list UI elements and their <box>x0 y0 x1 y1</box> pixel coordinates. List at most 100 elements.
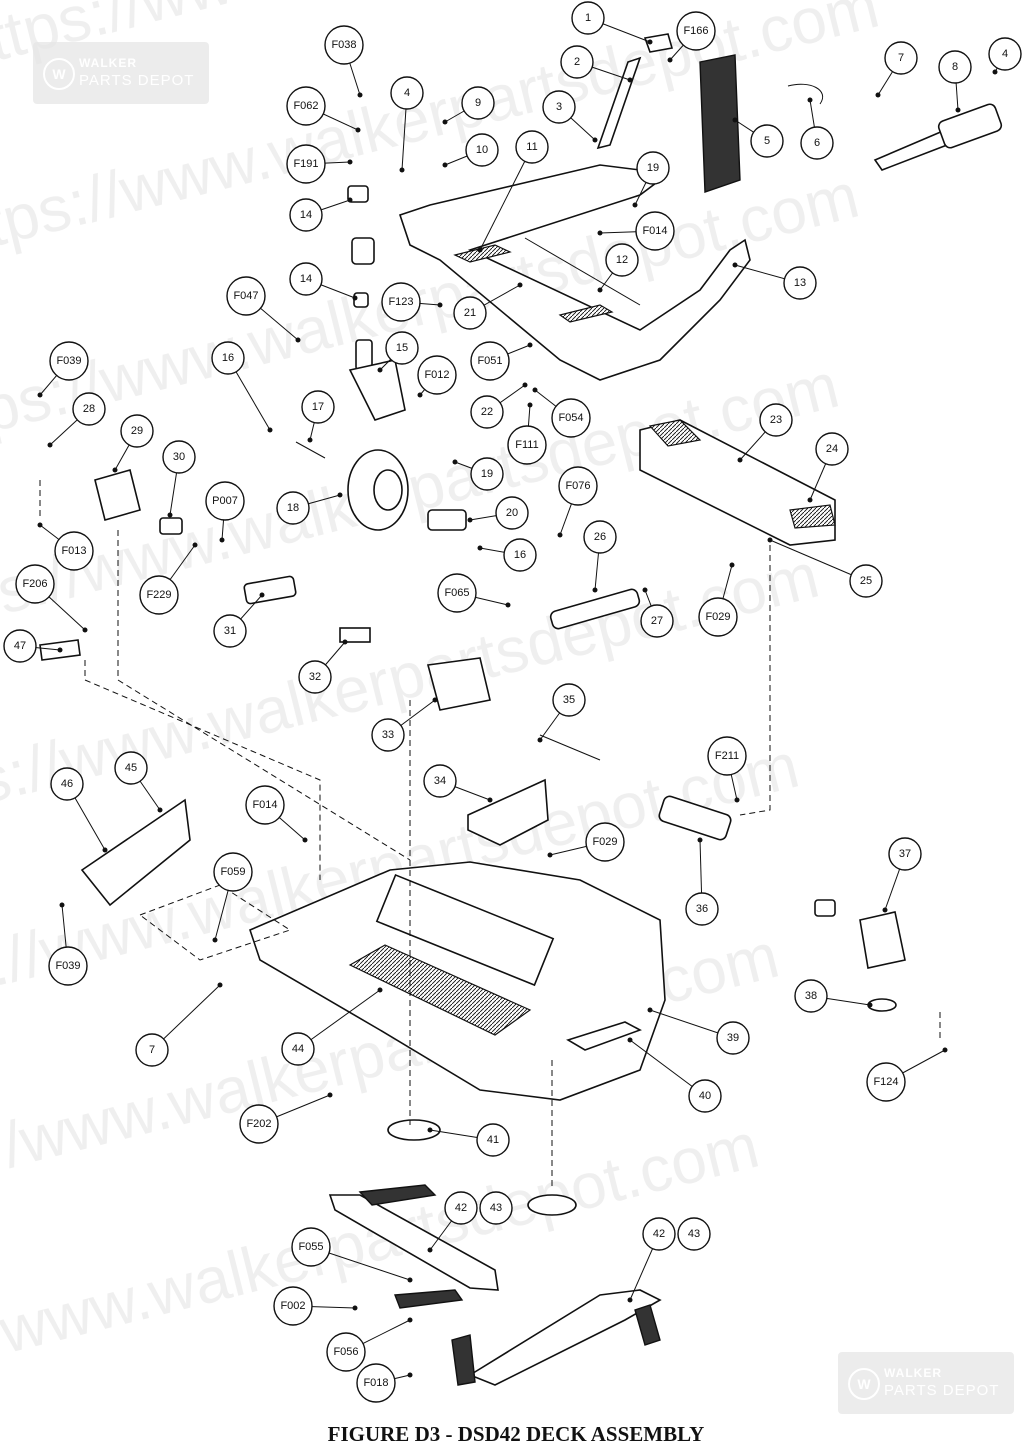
callout-F076: F076 <box>557 466 598 538</box>
callout-leader <box>769 539 867 582</box>
callout-target-dot <box>37 522 43 528</box>
part-8-arm-head <box>937 103 1003 149</box>
callout-40: 40 <box>627 1037 722 1113</box>
callout-33: 33 <box>371 697 438 752</box>
callout-label: F014 <box>252 799 277 811</box>
callout-label: 29 <box>131 425 143 437</box>
callout-F229: F229 <box>139 542 198 615</box>
callout-bubble <box>48 946 88 986</box>
callout-label: F111 <box>515 439 538 451</box>
callout-6: 6 <box>800 97 834 160</box>
callout-target-dot <box>377 987 383 993</box>
part-12-rod <box>524 237 641 306</box>
callout-F166: F166 <box>667 11 716 63</box>
callout-bubble <box>495 496 529 530</box>
part-44-deck-pad <box>348 944 532 1036</box>
callout-target-dot <box>697 837 703 843</box>
callout-4a: 4 <box>988 37 1022 75</box>
callout-label: 11 <box>526 141 537 153</box>
callout-16a: 16 <box>211 341 273 433</box>
callout-target-dot <box>157 807 163 813</box>
callout-label: 19 <box>481 468 493 480</box>
callout-45: 45 <box>114 751 163 813</box>
callout-35: 35 <box>537 683 586 743</box>
callout-label: 17 <box>312 401 324 413</box>
callout-22: 22 <box>470 382 528 429</box>
callout-label: 28 <box>83 403 95 415</box>
figure-title: FIGURE D3 - DSD42 DECK ASSEMBLY <box>327 1422 705 1446</box>
callout-bubble <box>211 341 245 375</box>
callout-target-dot <box>452 459 458 465</box>
callout-F062: F062 <box>286 86 361 133</box>
callout-F012: F012 <box>417 355 457 398</box>
callout-bubble <box>640 604 674 638</box>
callout-target-dot <box>992 69 998 75</box>
callout-label: P007 <box>212 495 238 507</box>
callout-bubble <box>381 282 421 322</box>
callout-label: 23 <box>770 414 782 426</box>
callout-label: F029 <box>705 611 730 623</box>
callout-target-dot <box>477 247 483 253</box>
callout-target-dot <box>477 545 483 551</box>
callout-target-dot <box>167 512 173 518</box>
callout-label: 27 <box>651 615 663 627</box>
part-42-blade-right <box>468 1289 662 1386</box>
callout-bubble <box>286 86 326 126</box>
part-34-shield <box>467 778 549 846</box>
walker-parts-depot-logo: W WALKER PARTS DEPOT <box>33 42 209 104</box>
callout-target-dot <box>732 262 738 268</box>
callout-19a: 19 <box>632 151 670 208</box>
callout-target-dot <box>399 167 405 173</box>
callout-7b: 7 <box>135 982 223 1067</box>
callout-bubble <box>707 736 747 776</box>
callout-bubble <box>759 403 793 437</box>
part-29-gearbox-left <box>94 469 141 521</box>
callout-bubble <box>385 331 419 365</box>
callout-label: F206 <box>22 578 47 590</box>
callout-target-dot <box>882 907 888 913</box>
callout-8: 8 <box>938 50 972 113</box>
callout-bubble <box>815 432 849 466</box>
callout-bubble <box>135 1033 169 1067</box>
callout-label: F002 <box>280 1300 305 1312</box>
callout-42a: 42 <box>427 1191 478 1253</box>
part-18-wheel-hub <box>373 469 403 511</box>
callout-bubble <box>507 425 547 465</box>
callout-label: 42 <box>653 1228 665 1240</box>
callout-bubble <box>688 1079 722 1113</box>
callout-target-dot <box>57 647 63 653</box>
callout-target-dot <box>342 639 348 645</box>
part-coupling-right <box>814 899 836 917</box>
callout-target-dot <box>807 97 813 103</box>
logo-text-parts-depot: PARTS DEPOT <box>884 1382 1000 1399</box>
logo-text-walker: WALKER <box>884 1366 942 1380</box>
blade-rotation-arrow-3 <box>451 1334 476 1386</box>
callout-label: 19 <box>647 162 659 174</box>
callout-18: 18 <box>276 491 343 525</box>
callout-target-dot <box>557 532 563 538</box>
callout-label: 32 <box>309 671 321 683</box>
callout-label: 33 <box>382 729 394 741</box>
callout-46: 46 <box>50 767 108 853</box>
part-35-shaft <box>539 734 601 761</box>
callout-bubble <box>583 520 617 554</box>
callout-label: 16 <box>222 352 234 364</box>
callout-label: 36 <box>696 903 708 915</box>
callout-bubble <box>298 660 332 694</box>
part-14-bushing-upper <box>347 185 369 203</box>
callout-target-dot <box>627 1297 633 1303</box>
callout-bubble <box>676 11 716 51</box>
callout-bubble <box>281 1032 315 1066</box>
callout-5: 5 <box>732 117 784 158</box>
callout-bubble <box>423 764 457 798</box>
callout-label: F039 <box>55 960 80 972</box>
callout-F123: F123 <box>381 282 443 322</box>
callout-label: 9 <box>475 97 481 109</box>
callout-bubble <box>783 266 817 300</box>
callout-target-dot <box>522 382 528 388</box>
callout-label: F191 <box>293 158 318 170</box>
callout-bubble <box>605 243 639 277</box>
callout-bubble <box>476 1123 510 1157</box>
callout-1: 1 <box>571 1 653 45</box>
callout-F124: F124 <box>866 1047 948 1102</box>
